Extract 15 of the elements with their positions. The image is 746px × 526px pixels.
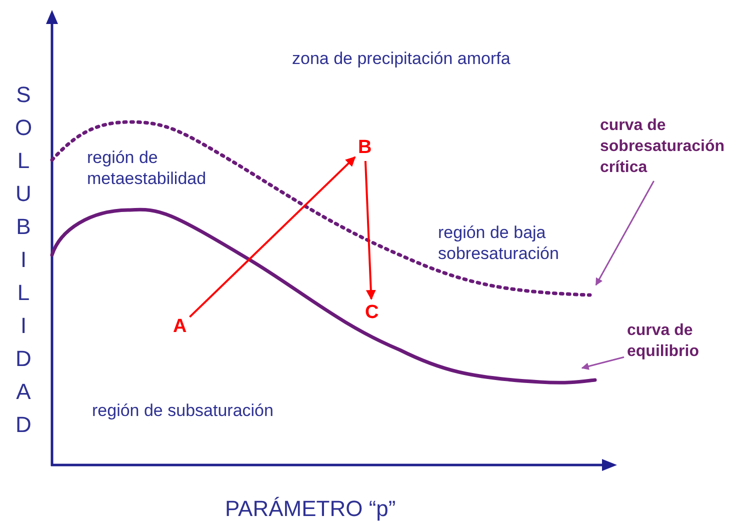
leader-arrow xyxy=(595,180,654,286)
arrow xyxy=(189,156,356,318)
region-label: región de baja sobresaturación xyxy=(438,222,560,264)
region-label: región de metaestabilidad xyxy=(87,147,208,189)
leader-arrow xyxy=(581,356,624,370)
arrow xyxy=(364,160,376,300)
point-label: B xyxy=(358,137,372,158)
curve-label: curva de sobresaturación crítica xyxy=(600,115,746,178)
point-label: C xyxy=(365,302,379,323)
region-label: zona de precipitación amorfa xyxy=(292,48,512,69)
point-label: A xyxy=(173,316,187,337)
axis-title: SOLUBILIDAD xyxy=(10,82,36,445)
region-label: región de subsaturación xyxy=(92,400,274,421)
curve-label: curva de equilibrio xyxy=(627,320,745,362)
axis-title: PARÁMETRO “p” xyxy=(225,496,397,522)
